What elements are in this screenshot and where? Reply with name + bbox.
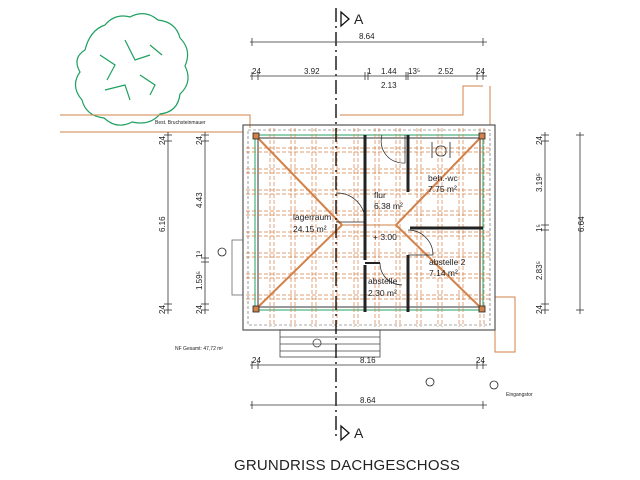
dim-bottom-inner: 8.16 — [360, 356, 376, 365]
dim-left-b4: 1.59⁵ — [195, 271, 204, 290]
dim-bottom-overall: 8.64 — [360, 396, 376, 405]
dim-top-8: 13⁵ — [408, 67, 420, 76]
wc-symbol — [431, 142, 451, 158]
level-mark: + 3.00 — [373, 232, 397, 242]
section-marker-bottom — [340, 424, 350, 442]
door-swings — [335, 134, 434, 286]
dim-left-b2: 4.43 — [195, 192, 204, 208]
room-labels: lagerraum 24.15 m² flur 6.38 m² beh.-wc … — [293, 173, 466, 298]
dim-left-a2: 6.16 — [158, 216, 167, 232]
side-bench — [231, 239, 244, 296]
room-name-abstelle2: abstelle 2 — [429, 257, 466, 267]
total-area-label: NF Gesamt: 47,72 m² — [175, 346, 223, 352]
existing-wall — [60, 85, 516, 353]
dim-top-4: 2.13 — [381, 81, 397, 90]
room-area-abstelle: 2.30 m² — [368, 288, 397, 298]
dim-right-a5: 24 — [535, 305, 544, 314]
dim-bottom-1: 24 — [252, 356, 261, 365]
dim-left-b3: 1³ — [195, 251, 204, 258]
room-name-abstelle: abstelle — [368, 276, 398, 286]
plant-symbols — [217, 247, 499, 390]
dim-top-6: 24 — [476, 67, 485, 76]
dim-left-b5: 24 — [195, 305, 204, 314]
room-area-abstelle2: 7.14 m² — [429, 268, 458, 278]
hip-lines — [254, 134, 484, 311]
entrance-stairs — [279, 329, 381, 358]
dim-left-b1: 24 — [195, 136, 204, 145]
dim-top-3: 1.44 — [381, 67, 397, 76]
dim-left-a1: 24 — [158, 136, 167, 145]
corner-posts — [252, 132, 486, 313]
drawing-title: GRUNDRISS DACHGESCHOSS — [234, 457, 460, 474]
room-area-lagerraum: 24.15 m² — [293, 224, 327, 234]
room-area-wc: 7.75 m² — [428, 184, 457, 194]
dim-top-5: 2.52 — [438, 67, 454, 76]
dimension-texts: 8.64 24 3.92 1 1.44 2.13 13⁵ 2.52 24 24 … — [158, 32, 586, 405]
dim-right-a2: 3.19⁵ — [535, 173, 544, 192]
room-name-flur: flur — [374, 190, 386, 200]
dim-top-1: 24 — [252, 67, 261, 76]
dim-top-overall: 8.64 — [359, 32, 375, 41]
section-label-top: A — [354, 11, 364, 27]
room-name-wc: beh.-wc — [428, 173, 459, 183]
tree-symbol — [74, 13, 189, 126]
gate-label: Eingangstor — [506, 392, 533, 398]
dim-bottom-2: 24 — [476, 356, 485, 365]
section-marker-top — [340, 10, 350, 28]
interior-walls — [363, 135, 483, 312]
wall-label: Best. Bruchsteinmauer — [155, 120, 206, 126]
dim-top-2: 3.92 — [304, 67, 320, 76]
dim-right-a3: 1⁵ — [535, 224, 544, 232]
room-name-lagerraum: lagerraum — [293, 212, 331, 222]
dim-left-a3: 24 — [158, 305, 167, 314]
dim-top-7: 1 — [367, 67, 372, 76]
dim-right-a4: 2.83⁵ — [535, 261, 544, 280]
dim-right-a1: 24 — [535, 136, 544, 145]
dimension-lines — [164, 38, 584, 409]
section-label-bottom: A — [354, 425, 364, 441]
room-area-flur: 6.38 m² — [374, 201, 403, 211]
dim-right-overall: 6.64 — [577, 216, 586, 232]
